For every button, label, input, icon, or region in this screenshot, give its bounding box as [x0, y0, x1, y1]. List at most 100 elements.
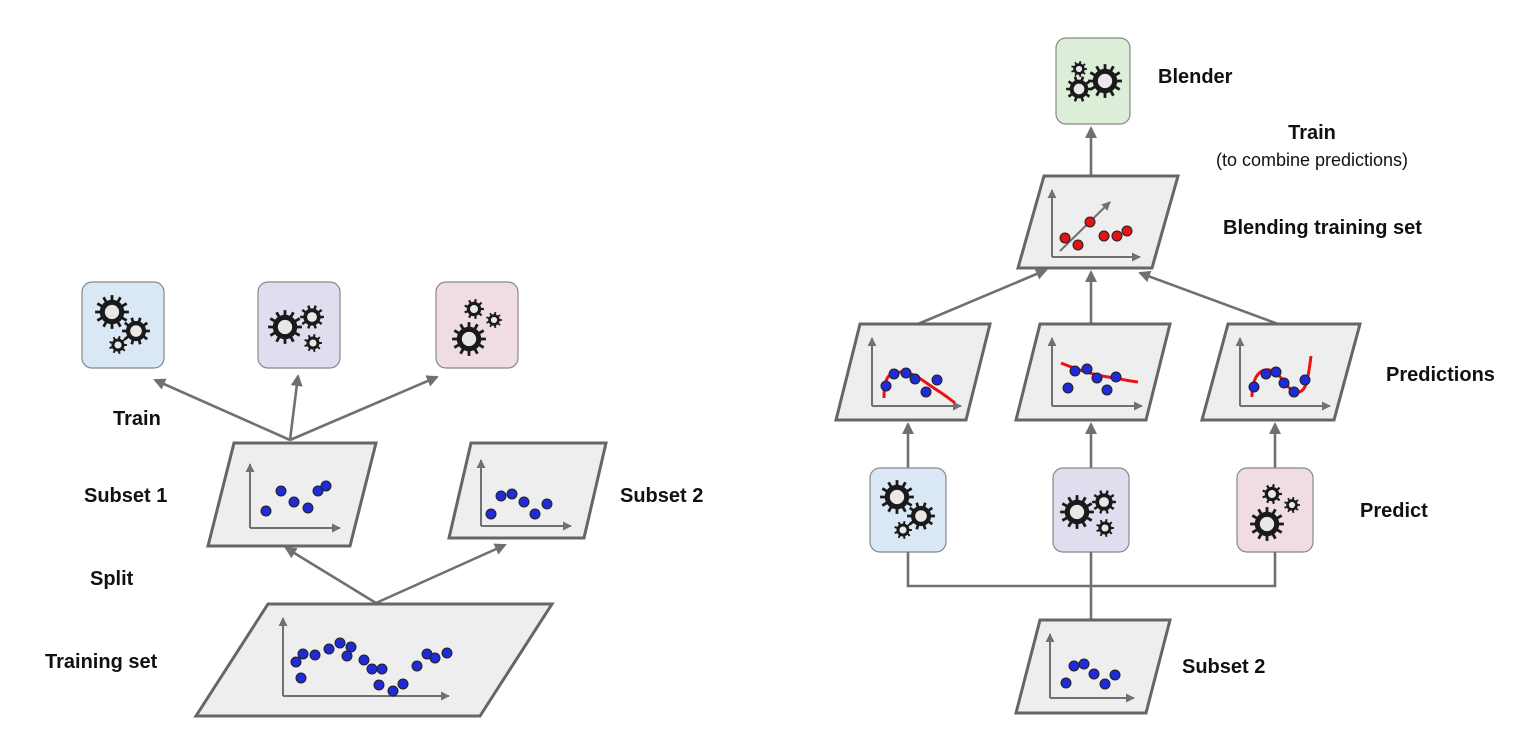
- predict-arrows: [902, 422, 1281, 468]
- data-point: [1072, 239, 1084, 251]
- axes-icon: [278, 617, 450, 701]
- gear-icon: [1250, 484, 1300, 541]
- data-point: [288, 496, 300, 508]
- split-label: Split: [90, 568, 134, 590]
- predictor-box-3: [435, 281, 519, 369]
- gear-icon: [1066, 61, 1122, 102]
- predictions-label: Predictions: [1386, 364, 1495, 386]
- data-point: [1091, 372, 1103, 384]
- train-arrows: [153, 374, 439, 442]
- blending-training-set-label: Blending training set: [1223, 217, 1422, 239]
- data-point: [1288, 386, 1300, 398]
- data-point: [1101, 384, 1113, 396]
- data-point: [485, 508, 497, 520]
- axes-icon: [245, 463, 341, 533]
- data-point: [1109, 669, 1121, 681]
- data-point: [529, 508, 541, 520]
- data-point: [541, 498, 553, 510]
- data-point: [1278, 377, 1290, 389]
- blender-label: Blender: [1158, 66, 1233, 88]
- data-point: [373, 679, 385, 691]
- data-point: [376, 663, 388, 675]
- data-point: [341, 650, 353, 662]
- subset-1-points: [260, 480, 332, 517]
- predictor-box-right-3: [1236, 467, 1314, 553]
- data-point: [518, 496, 530, 508]
- data-point: [1081, 363, 1093, 375]
- prediction-points-3: [1248, 366, 1311, 398]
- data-point: [358, 654, 370, 666]
- data-point: [1060, 677, 1072, 689]
- gear-icon: [95, 295, 150, 354]
- data-point: [495, 490, 507, 502]
- gear-icon: [452, 299, 502, 356]
- predictor-box-2: [257, 281, 341, 369]
- subset-2-left-points: [485, 488, 553, 520]
- data-point: [1099, 678, 1111, 690]
- data-point: [909, 373, 921, 385]
- predictor-box-right-2: [1052, 467, 1130, 553]
- data-point: [295, 672, 307, 684]
- prediction-points-2: [1062, 363, 1122, 396]
- data-point: [1078, 658, 1090, 670]
- axes-icon: [476, 459, 572, 531]
- subset-2-right-panel: [1014, 618, 1172, 715]
- subset-2-left-label: Subset 2: [620, 485, 703, 507]
- data-point: [1069, 365, 1081, 377]
- subset-1-panel: [206, 441, 378, 548]
- train-label: Train: [113, 408, 161, 430]
- data-point: [312, 485, 324, 497]
- data-point: [320, 480, 332, 492]
- data-point: [411, 660, 423, 672]
- data-point: [1299, 374, 1311, 386]
- prediction-panel-2: [1014, 322, 1172, 422]
- train-right-sublabel: (to combine predictions): [1216, 150, 1408, 170]
- predict-label: Predict: [1360, 500, 1428, 522]
- data-point: [323, 643, 335, 655]
- data-point: [260, 505, 272, 517]
- blending-points: [1059, 216, 1133, 251]
- right-panel: Blender Train (to combine predictions) B…: [834, 37, 1495, 715]
- axes-icon: [1047, 337, 1143, 411]
- prediction-panel-3: [1200, 322, 1362, 422]
- data-point: [290, 656, 302, 668]
- data-point: [1098, 230, 1110, 242]
- axes-icon: [1047, 189, 1141, 262]
- subset-2-left-panel: [447, 441, 608, 540]
- data-point: [1088, 668, 1100, 680]
- data-point: [309, 649, 321, 661]
- split-arrows: [284, 543, 507, 605]
- data-point: [1111, 230, 1123, 242]
- prediction-points-1: [880, 367, 943, 398]
- data-point: [275, 485, 287, 497]
- data-point: [429, 652, 441, 664]
- data-point: [888, 368, 900, 380]
- data-point: [1059, 232, 1071, 244]
- data-point: [334, 637, 346, 649]
- prediction-to-blend-arrows: [917, 268, 1279, 326]
- data-point: [880, 380, 892, 392]
- data-point: [1068, 660, 1080, 672]
- subset-1-label: Subset 1: [84, 485, 167, 507]
- data-point: [900, 367, 912, 379]
- data-point: [1084, 216, 1096, 228]
- gear-icon: [880, 480, 935, 539]
- train-right-label: Train: [1288, 122, 1336, 144]
- data-point: [1062, 382, 1074, 394]
- axes-icon: [1045, 633, 1135, 703]
- subset2-connector: [906, 552, 1277, 620]
- prediction-panel-1: [834, 322, 992, 422]
- axes-icon: [1235, 337, 1331, 411]
- predictor-box-1: [81, 281, 165, 369]
- data-point: [1260, 368, 1272, 380]
- subset-2-right-label: Subset 2: [1182, 656, 1265, 678]
- data-point: [387, 685, 399, 697]
- gear-icon: [268, 305, 324, 352]
- data-point: [920, 386, 932, 398]
- blender-box: [1055, 37, 1131, 125]
- left-panel: Train Subset 1 Subset 2 Split: [45, 281, 703, 718]
- data-point: [1248, 381, 1260, 393]
- data-point: [931, 374, 943, 386]
- subset-2-right-points: [1060, 658, 1121, 690]
